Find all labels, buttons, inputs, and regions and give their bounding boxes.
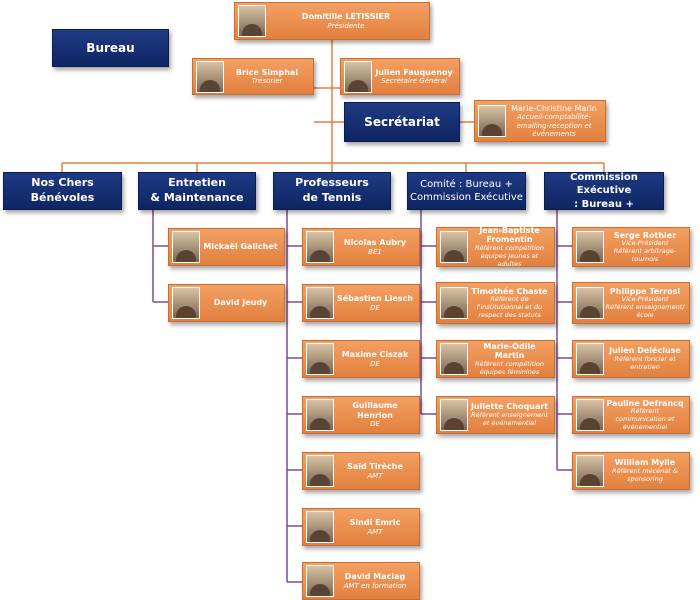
professeur-card: Nicolas Aubry BE1 (302, 228, 420, 266)
avatar (306, 455, 334, 487)
person-name: Timothée Chaste (471, 286, 548, 296)
person-name: David Jeudy (213, 298, 268, 308)
dept-entretien: Entretien & Maintenance (138, 172, 256, 210)
commission-member-card: Serge Rothier Vice-Président Référent ar… (572, 227, 690, 267)
person-name: Guillaume Henrion (352, 401, 398, 420)
person-name: Juliette Choquart (470, 402, 549, 412)
person-role: Référent foncier et entretien (614, 355, 676, 371)
avatar (306, 287, 334, 319)
comite-member-card: Jean-Baptiste Fromentin Référent compéti… (436, 225, 555, 268)
general-secretary-card: Julien Fauquenoy Secrétaire Général (340, 58, 460, 95)
person-name: Marie-Christine Marin (511, 103, 597, 113)
avatar (576, 231, 604, 263)
avatar (440, 287, 468, 319)
commission-member-card: Julien Delécluse Référent foncier et ent… (572, 340, 690, 378)
person-name: Nicolas Aubry (343, 238, 407, 247)
person-name: Julien Delécluse (609, 346, 681, 356)
person-role: DE (370, 303, 380, 312)
secretariat-member-card: Marie-Christine Marin Accueil-comptabili… (474, 100, 606, 142)
person-role: Référent compétition équipes jeunes et a… (474, 243, 545, 268)
dept-benevoles: Nos Chers Bénévoles (3, 172, 122, 210)
person-role: Référent enseignement et événementiel (471, 411, 548, 427)
person-name: Jean-Baptiste Fromentin (479, 225, 540, 245)
person-role: Trésorier (251, 77, 283, 86)
dept-commission: Commission Exécutive : Bureau + (544, 172, 664, 210)
person-role: BE1 (368, 247, 382, 256)
avatar (306, 399, 334, 431)
professeur-card: Guillaume Henrion DE (302, 396, 420, 434)
person-role: DE (370, 420, 380, 429)
person-role: Présidente (327, 21, 365, 30)
commission-member-card: William Mylle Référent mécénat & sponsor… (572, 452, 690, 490)
avatar (344, 60, 372, 93)
person-name: Mickaël Galichet (203, 242, 278, 252)
person-name: Marie-Odile Martin (483, 341, 536, 361)
entretien-member-card: Mickaël Galichet (168, 228, 285, 266)
avatar (440, 343, 468, 375)
bureau-label: Bureau (52, 29, 169, 67)
avatar (306, 565, 334, 597)
person-role: AMT (367, 527, 383, 536)
person-role: AMT (367, 471, 383, 480)
comite-member-card: Juliette Choquart Référent enseignement … (436, 396, 555, 434)
person-name: Saïd Tirèche (347, 462, 403, 471)
person-role: Vice-Président Référent enseignement/éco… (605, 295, 685, 319)
person-name: Maxime Ciszak (341, 350, 409, 359)
person-role: DE (370, 359, 380, 368)
avatar (172, 231, 200, 263)
avatar (576, 287, 604, 319)
person-name: Sébastien Liesch (336, 294, 413, 303)
professeur-card: Sindi Emric AMT (302, 508, 420, 546)
person-name: Philippe Terrosi (609, 286, 681, 296)
avatar (576, 399, 604, 431)
person-name: Pauline Defrancq (606, 398, 684, 408)
avatar (172, 287, 200, 319)
commission-member-card: Pauline Defrancq Référent communication … (572, 396, 690, 434)
avatar (440, 399, 468, 431)
avatar (306, 231, 334, 263)
secretariat-label: Secrétariat (344, 102, 460, 142)
avatar (238, 5, 266, 37)
avatar (306, 511, 334, 543)
person-role: Vice-Président Référent arbitrage-tourno… (613, 239, 677, 263)
person-role: Accueil-comptabilité-emailing-réception … (516, 113, 592, 138)
avatar (306, 343, 334, 375)
comite-member-card: Timothée Chaste Référent de l'institutio… (436, 282, 555, 324)
person-name: Serge Rothier (613, 230, 677, 240)
person-role: Secrétaire Général (381, 77, 447, 86)
comite-member-card: Marie-Odile Martin Référent compétition … (436, 340, 555, 378)
entretien-member-card: David Jeudy (168, 284, 285, 322)
person-role: Référent mécénat & sponsoring (612, 467, 678, 483)
person-role: Référent compétition équipes féminines (474, 359, 545, 376)
avatar (196, 60, 224, 93)
person-name: Sindi Emric (349, 518, 401, 527)
professeur-card: Maxime Ciszak DE (302, 340, 420, 378)
person-role: AMT en formation (343, 581, 407, 590)
person-name: David Maciag (344, 572, 406, 581)
person-role: Référent communication et événementiel (615, 407, 675, 431)
person-name: Julien Fauquenoy (375, 67, 453, 77)
avatar (576, 343, 604, 375)
professeur-card: Sébastien Liesch DE (302, 284, 420, 322)
president-card: Domitille LETISSIER Présidente (234, 2, 430, 40)
avatar (478, 105, 506, 137)
commission-member-card: Philippe Terrosi Vice-Président Référent… (572, 282, 690, 324)
avatar (576, 455, 604, 487)
person-role: Référent de l'institutionnel et du respe… (476, 295, 543, 319)
avatar (440, 231, 468, 263)
person-name: William Mylle (614, 458, 676, 468)
person-name: Domitille LETISSIER (301, 12, 391, 21)
treasurer-card: Brice Simphal Trésorier (192, 58, 314, 95)
professeur-card: Saïd Tirèche AMT (302, 452, 420, 490)
dept-comite: Comité : Bureau + Commission Exécutive (407, 172, 526, 210)
person-name: Brice Simphal (235, 67, 299, 77)
professeur-card: David Maciag AMT en formation (302, 562, 420, 600)
dept-professeurs: Professeurs de Tennis (273, 172, 391, 210)
